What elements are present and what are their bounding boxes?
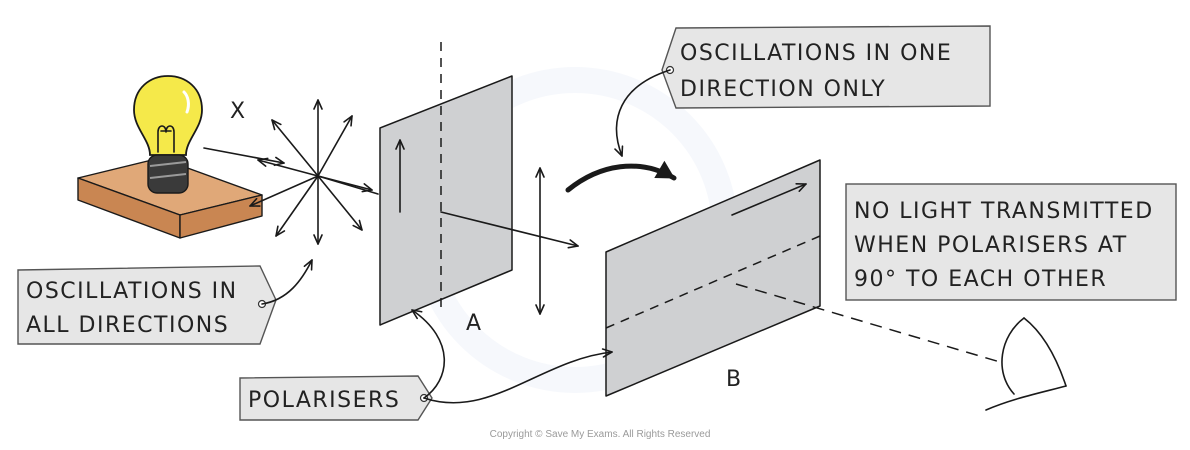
tag-shape: [239, 375, 433, 421]
polariser-b-dashed-axis: [605, 235, 821, 329]
transmitted-ray: [440, 211, 579, 249]
tag-shape: [661, 25, 991, 109]
callout-one-direction: OSCILLATIONS IN ONE DIRECTION ONLY: [614, 25, 991, 157]
lightbulb-icon: [133, 75, 203, 194]
oscillation-star-icon: [249, 99, 373, 245]
label-all-directions-line1: OSCILLATIONS IN: [26, 279, 238, 304]
polariser-b-sheet: [605, 159, 821, 397]
bulb-glass: [133, 75, 203, 156]
polariser-a: [379, 42, 513, 326]
polariser-b-axis-arrow: [731, 182, 807, 216]
unpolarised-light: [203, 99, 379, 245]
label-no-light-line3: 90° TO EACH OTHER: [854, 267, 1107, 292]
incident-ray: [203, 147, 285, 167]
callout-all-directions: OSCILLATIONS IN ALL DIRECTIONS: [17, 259, 313, 345]
label-polarisers: POLARISERS: [248, 388, 400, 413]
label-a: A: [466, 311, 481, 336]
box-shape: [845, 183, 1177, 301]
callout-polarisers: POLARISERS: [239, 309, 613, 421]
label-x: X: [230, 99, 245, 124]
tag-shape: [17, 265, 277, 345]
callout-no-light: NO LIGHT TRANSMITTED WHEN POLARISERS AT …: [845, 183, 1177, 301]
rotation-arrow-icon: [565, 160, 677, 193]
label-all-directions-line2: ALL DIRECTIONS: [26, 313, 229, 338]
copyright-text: Copyright © Save My Exams. All Rights Re…: [490, 429, 711, 440]
label-b: B: [726, 367, 741, 392]
light-source: [77, 75, 263, 239]
label-one-direction-line2: DIRECTION ONLY: [680, 77, 886, 102]
label-no-light-line1: NO LIGHT TRANSMITTED: [854, 199, 1154, 224]
label-no-light-line2: WHEN POLARISERS AT: [854, 233, 1128, 258]
base-side-face: [179, 194, 263, 239]
label-one-direction-line1: OSCILLATIONS IN ONE: [680, 41, 952, 66]
polariser-b: [605, 159, 821, 397]
polariser-a-sheet: [379, 75, 513, 326]
sight-line: [735, 283, 1001, 363]
eye-icon: [985, 317, 1067, 411]
